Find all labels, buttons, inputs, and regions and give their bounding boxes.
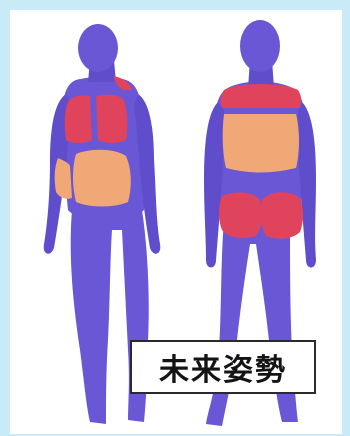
back-upper-back-region <box>221 84 302 108</box>
back-buttocks-left-region <box>219 193 262 238</box>
front-chest-right-region <box>96 95 127 143</box>
back-buttocks-right-region <box>261 192 303 238</box>
caption-text: 未来姿勢 <box>159 345 287 389</box>
front-chest-left-region <box>65 95 92 143</box>
back-mid-back-region <box>223 114 299 173</box>
image-frame: 未来姿勢 <box>10 10 342 434</box>
back-figure-right-arm <box>298 102 316 268</box>
caption-box: 未来姿勢 <box>130 340 316 394</box>
front-figure-head <box>78 24 118 72</box>
front-abdomen-region <box>73 150 131 207</box>
back-figure-head <box>240 20 280 72</box>
back-figure-left-arm <box>204 102 224 268</box>
back-figure-legs <box>206 220 298 426</box>
